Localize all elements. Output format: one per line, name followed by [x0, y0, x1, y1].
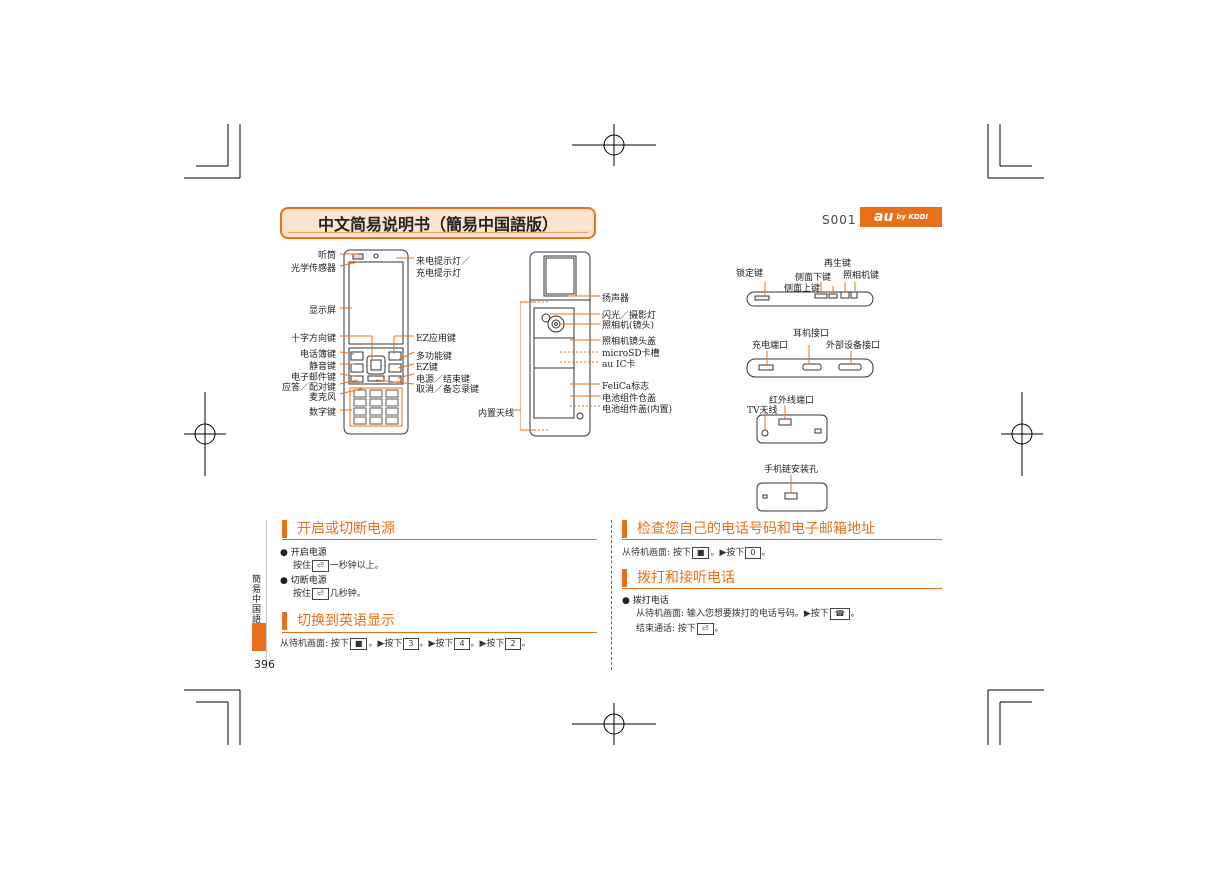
- label-call-key: 应答／配对键: [281, 383, 336, 393]
- label-microsd: microSD卡槽: [602, 349, 660, 359]
- center-key-icon: ■: [349, 637, 368, 650]
- section-rule: [622, 539, 942, 540]
- label-number-keys: 数字键: [308, 408, 336, 418]
- label-email-key: 电子邮件键: [290, 373, 336, 383]
- label-felica: FeliCa标志: [602, 382, 650, 392]
- label-speaker: 扬声器: [602, 294, 630, 304]
- call-instruction: 从待机画面: 输入您想要拨打的电话号码。▶按下☎。: [636, 607, 860, 620]
- key-3: 3: [403, 637, 419, 650]
- call-key-icon: ☎: [829, 607, 850, 620]
- label-dpad: 十字方向键: [290, 334, 336, 344]
- label-camera-key: 照相机键: [843, 271, 880, 281]
- label-ext-port: 外部设备接口: [826, 341, 881, 351]
- label-battery-cover: 电池组件仓盖: [602, 394, 657, 404]
- label-phonebook-key: 电话簿键: [299, 350, 336, 360]
- label-ez-key: EZ键: [416, 363, 438, 373]
- end-key-icon: ⏎: [312, 559, 329, 572]
- page-title: 中文简易说明书（簡易中国語版）: [280, 207, 596, 239]
- label-silent-key: 静音键: [308, 362, 336, 372]
- center-key-icon: ■: [691, 546, 710, 559]
- phone-side-top-view: [746, 282, 874, 307]
- key-2: 2: [505, 637, 521, 650]
- label-flash: 闪光／摄影灯: [602, 311, 657, 321]
- phone-back-illustration: [520, 251, 600, 437]
- label-camera-cover: 照相机镜头盖: [602, 337, 657, 347]
- sidebar-label: 簡易中国語: [252, 575, 262, 625]
- label-power-key: 电源／结束键: [416, 375, 471, 385]
- back-antenna-leader: [513, 409, 521, 411]
- label-lock-key: 锁定键: [736, 269, 764, 279]
- key-4: 4: [454, 637, 470, 650]
- phone-end-view-bottom: [756, 475, 828, 512]
- key-0: 0: [745, 546, 761, 559]
- label-camera: 照相机(镜头): [602, 321, 655, 331]
- label-battery: 电池组件盖(内置): [602, 405, 673, 415]
- section-rule: [622, 588, 942, 589]
- label-charge-port: 充电端口: [752, 341, 789, 351]
- label-strap-hole: 手机链安装孔: [764, 465, 819, 475]
- label-au-ic: au IC卡: [602, 360, 636, 370]
- label-play-key: 再生键: [824, 259, 852, 269]
- end-key-icon: ⏎: [312, 587, 329, 600]
- page-number: 396: [254, 658, 275, 671]
- phone-end-view-top: [756, 405, 828, 444]
- phone-side-bottom-view: [746, 345, 874, 378]
- column-divider: [611, 520, 612, 670]
- label-antenna: 内置天线: [477, 409, 514, 419]
- sidebar-line: [266, 520, 267, 670]
- end-call-instruction: 结束通话: 按下⏎。: [636, 622, 724, 635]
- phone-front-illustration: [343, 249, 409, 435]
- label-display: 显示屏: [308, 306, 336, 316]
- label-charging-light: 充电提示灯: [416, 269, 462, 279]
- section-power-title: 开启或切断电源: [282, 520, 395, 538]
- section-rule: [282, 632, 597, 633]
- label-multi-key: 多功能键: [416, 352, 453, 362]
- model-number: S001: [822, 213, 857, 227]
- label-ir-port: 红外线端口: [769, 396, 815, 406]
- label-incoming-light: 来电提示灯／: [416, 257, 471, 267]
- label-side-down: 侧面下键: [795, 273, 832, 283]
- label-ez-app-key: EZ应用键: [416, 334, 456, 344]
- section-english-title: 切换到英语显示: [282, 612, 395, 630]
- label-earphone: 耳机接口: [793, 329, 830, 339]
- power-off-instruction: 按住⏎几秒钟。: [293, 587, 366, 600]
- label-receiver: 听筒: [317, 251, 336, 261]
- bullet-make-call: ● 拨打电话: [622, 596, 669, 606]
- power-on-instruction: 按住⏎一秒钟以上。: [293, 559, 384, 572]
- section-rule: [282, 539, 597, 540]
- label-tv-antenna: TV天线: [747, 406, 778, 416]
- section-call-title: 拨打和接听电话: [622, 569, 735, 587]
- end-key-icon: ⏎: [696, 622, 714, 635]
- label-cancel-key: 取消／备忘录键: [416, 385, 480, 395]
- front-leader-lines: [339, 253, 415, 411]
- bullet-power-off: ● 切断电源: [280, 576, 327, 586]
- bullet-power-on: ● 开启电源: [280, 548, 327, 558]
- label-light-sensor: 光学传感器: [290, 264, 336, 274]
- section-check-title: 检查您自己的电话号码和电子邮箱地址: [622, 520, 875, 538]
- sidebar-tab-marker: [252, 623, 266, 651]
- label-side-up: 侧面上键: [784, 284, 821, 294]
- label-mic: 麦克风: [308, 393, 336, 403]
